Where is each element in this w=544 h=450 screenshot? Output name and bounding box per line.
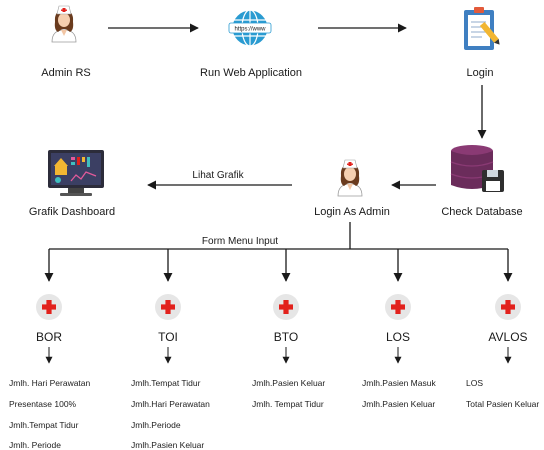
category-item: Jmlh.Pasien Masuk [362, 378, 436, 388]
node-grafik-dashboard: Grafik Dashboard [28, 206, 116, 218]
category-item: Jmlh. Tempat Tidur [252, 399, 324, 409]
node-run-web-app: Run Web Application [200, 67, 302, 79]
medical-cross-icon [155, 294, 181, 320]
node-check-database: Check Database [441, 206, 523, 218]
node-login: Login [466, 67, 494, 79]
edge-label-lihat-grafik: Lihat Grafik [192, 170, 244, 181]
category-item: LOS [466, 378, 484, 388]
category-bto: BTO [273, 330, 299, 344]
nurse-icon [51, 5, 77, 43]
category-los: LOS [385, 330, 411, 344]
medical-cross-icon [385, 294, 411, 320]
category-item: Jmlh.Pasien Keluar [131, 440, 205, 450]
monitor-chart-icon [48, 150, 104, 196]
medical-cross-icon [36, 294, 62, 320]
category-item: Jmlh.Pasien Keluar [252, 378, 326, 388]
category-avlos: AVLOS [488, 330, 528, 344]
category-item: Jmlh.Hari Perawatan [131, 399, 210, 409]
category-item: Presentase 100% [9, 399, 77, 409]
edge-label-form-menu-input: Form Menu Input [201, 236, 279, 247]
node-admin-rs: Admin RS [41, 67, 91, 79]
medical-cross-icon [273, 294, 299, 320]
category-item: Jmlh.Periode [131, 420, 181, 430]
globe-url-text: https://www [234, 27, 266, 33]
category-item: Jmlh.Tempat Tidur [131, 378, 201, 388]
category-item: Jmlh.Tempat Tidur [9, 420, 79, 430]
database-floppy-icon [450, 145, 504, 192]
category-item: Jmlh. Hari Perawatan [9, 378, 91, 388]
nurse-icon [337, 159, 363, 197]
medical-cross-icon [495, 294, 521, 320]
node-login-as-admin: Login As Admin [314, 206, 390, 218]
category-item: Total Pasien Keluar [466, 399, 540, 409]
category-bor: BOR [35, 330, 63, 344]
clipboard-pen-icon [464, 7, 500, 50]
category-toi: TOI [158, 330, 178, 344]
globe-www-icon: https://www [228, 9, 272, 47]
category-item: Jmlh.Pasien Keluar [362, 399, 436, 409]
category-item: Jmlh. Periode [9, 440, 61, 450]
